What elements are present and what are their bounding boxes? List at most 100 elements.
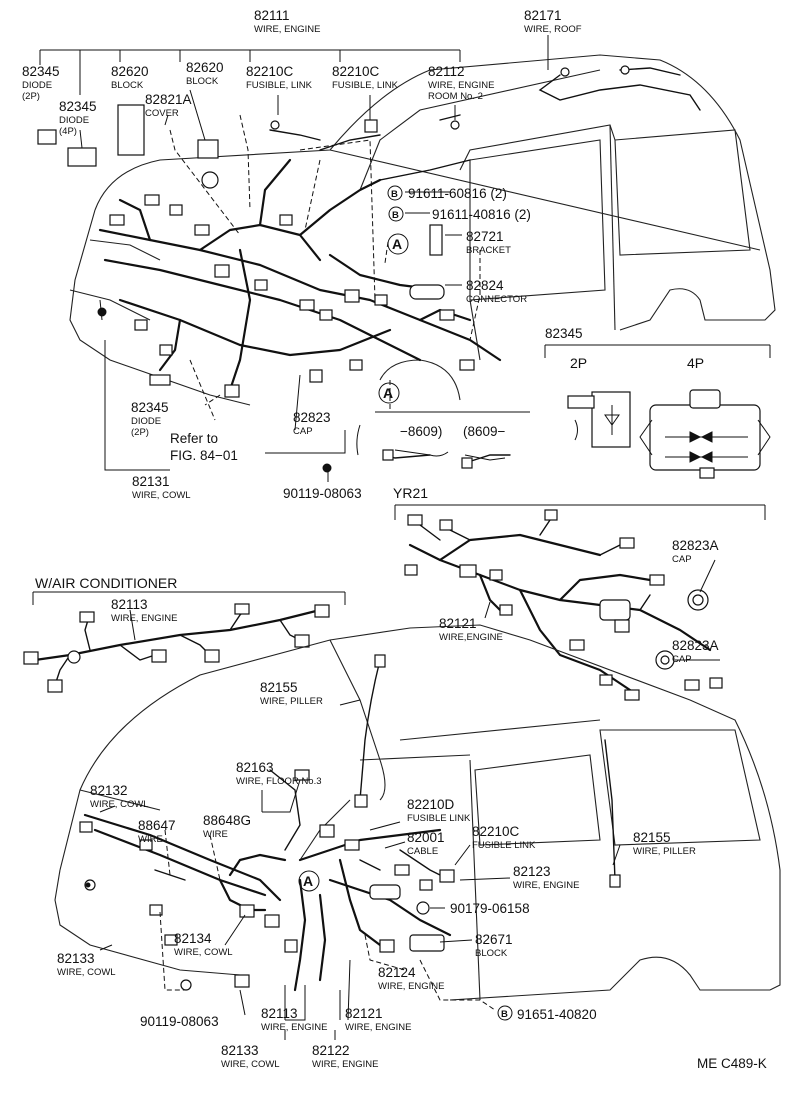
part-description: WIRE, ENGINE [261, 1022, 328, 1033]
part-description: WIRE, COWL [57, 967, 116, 978]
part-number: 82345 [131, 400, 169, 415]
label-82133-a: 82133 WIRE, COWL [57, 951, 116, 978]
label-82122: 82122 WIRE, ENGINE [312, 1043, 379, 1070]
part-number: 91611-40816 (2) [432, 207, 531, 222]
part-number: 82823A [672, 538, 719, 553]
diode-detail [567, 389, 771, 479]
part-number: 82345 [59, 99, 97, 114]
part-description: FUSIBLE, LINK [246, 80, 313, 91]
refer-figure: FIG. 84−01 [170, 448, 238, 463]
part-number: 82121 [345, 1006, 383, 1021]
label-82171: 82171 WIRE, ROOF [524, 8, 582, 35]
callout-b-marker [387, 185, 403, 201]
part-description: WIRE, FLOOR No.3 [236, 776, 322, 787]
label-82111: 82111 WIRE, ENGINE [254, 8, 321, 35]
label-82821a: 82821A COVER [145, 92, 192, 119]
label-82001: 82001 CABLE [407, 830, 445, 857]
label-88648g: 88648G WIRE [203, 813, 251, 840]
callout-b-marker [388, 206, 404, 222]
label-82113-b: 82113 WIRE, ENGINE [261, 1006, 328, 1033]
part-number: 82155 [260, 680, 298, 695]
yr21-harness [404, 509, 723, 701]
part-description: (2P) [131, 427, 149, 438]
part-number: 82824 [466, 278, 504, 293]
part-number: 88648G [203, 813, 251, 828]
part-number: 82132 [90, 783, 128, 798]
callout-a-top: A [387, 233, 409, 255]
label-88647: 88647 WIRE [138, 818, 176, 845]
part-description: BLOCK [111, 80, 144, 91]
label-82210c-c: 82210C FUSIBLE LINK [472, 824, 536, 851]
part-number: 82345 [22, 64, 60, 79]
callout-a-detail: A [378, 382, 400, 404]
part-description: DIODE [131, 416, 161, 427]
van-body-top [69, 54, 776, 406]
label-82620-a: 82620 BLOCK [111, 64, 149, 91]
part-number: −8609) [400, 424, 442, 439]
part-description: WIRE, COWL [132, 490, 191, 501]
part-description: WIRE, ENGINE [111, 613, 178, 624]
part-number: 82345 [545, 326, 583, 341]
label-82155-b: 82155 WIRE, PILLER [633, 830, 696, 857]
label-82210c-b: 82210C FUSIBLE, LINK [332, 64, 399, 91]
label-82123: 82123 WIRE, ENGINE [513, 864, 580, 891]
detail-a-parts [382, 449, 511, 469]
part-number: 88647 [138, 818, 176, 833]
label-82345-4p: 82345 DIODE (4P) [59, 99, 97, 137]
part-number: 82620 [111, 64, 149, 79]
label-82121-yr: 82121 WIRE,ENGINE [439, 616, 503, 643]
part-description: WIRE, COWL [90, 799, 149, 810]
part-description: WIRE, COWL [174, 947, 233, 958]
engine-harness-top [37, 65, 701, 473]
yr21-frame [394, 504, 766, 520]
callout-a-marker [378, 382, 400, 404]
part-description: WIRE, ENGINE [428, 80, 495, 91]
label-82620-b: 82620 BLOCK [186, 60, 224, 87]
label-82721: 82721 BRACKET [466, 229, 511, 256]
diode-4p-icon [639, 389, 771, 479]
part-number: 82121 [439, 616, 477, 631]
part-description: CONNECTOR [466, 294, 527, 305]
part-number: 82210C [246, 64, 294, 79]
part-description: WIRE, PILLER [633, 846, 696, 857]
part-description: (2P) [22, 91, 40, 102]
part-description: WIRE, ENGINE [312, 1059, 379, 1070]
part-number: (8609− [463, 424, 506, 439]
callout-b: B [391, 189, 398, 200]
part-number: 82133 [221, 1043, 259, 1058]
label-82823a-a: 82823A CAP [672, 538, 719, 565]
callout-a: A [303, 873, 313, 889]
part-description: DIODE [59, 115, 89, 126]
ac-frame [32, 591, 346, 605]
callout-a-marker [387, 233, 409, 255]
diagram-code: ME C489-K [697, 1056, 767, 1071]
label-82163: 82163 WIRE, FLOOR No.3 [236, 760, 322, 787]
part-number: 82823 [293, 410, 331, 425]
part-number: 82123 [513, 864, 551, 879]
part-description: FUSIBLE LINK [407, 813, 471, 824]
leaders-top [39, 35, 771, 482]
bottom-harness [79, 654, 621, 992]
label-82210c-a: 82210C FUSIBLE, LINK [246, 64, 313, 91]
label-82823a-b: 82823A CAP [672, 638, 719, 665]
part-description: WIRE, ENGINE [513, 880, 580, 891]
part-number: 82133 [57, 951, 95, 966]
part-description: WIRE [138, 834, 163, 845]
diode-4p-label: 4P [687, 355, 704, 371]
part-description: WIRE, ENGINE [345, 1022, 412, 1033]
callout-a-bottom: A [298, 870, 320, 892]
part-number: 82111 [254, 8, 290, 23]
label-90179: 90179-06158 [450, 901, 530, 916]
part-number: 90179-06158 [450, 901, 530, 916]
label-82671: 82671 BLOCK [475, 932, 513, 959]
callout-a-marker [298, 870, 320, 892]
part-number: 82134 [174, 931, 212, 946]
part-description: ROOM No. 2 [428, 91, 483, 102]
part-description: CAP [293, 426, 313, 437]
part-number: 82210D [407, 797, 455, 812]
section-air-conditioner: W/AIR CONDITIONER [35, 575, 177, 591]
callout-a: A [383, 385, 393, 401]
part-description: DIODE [22, 80, 52, 91]
part-description: FUSIBLE, LINK [332, 80, 399, 91]
